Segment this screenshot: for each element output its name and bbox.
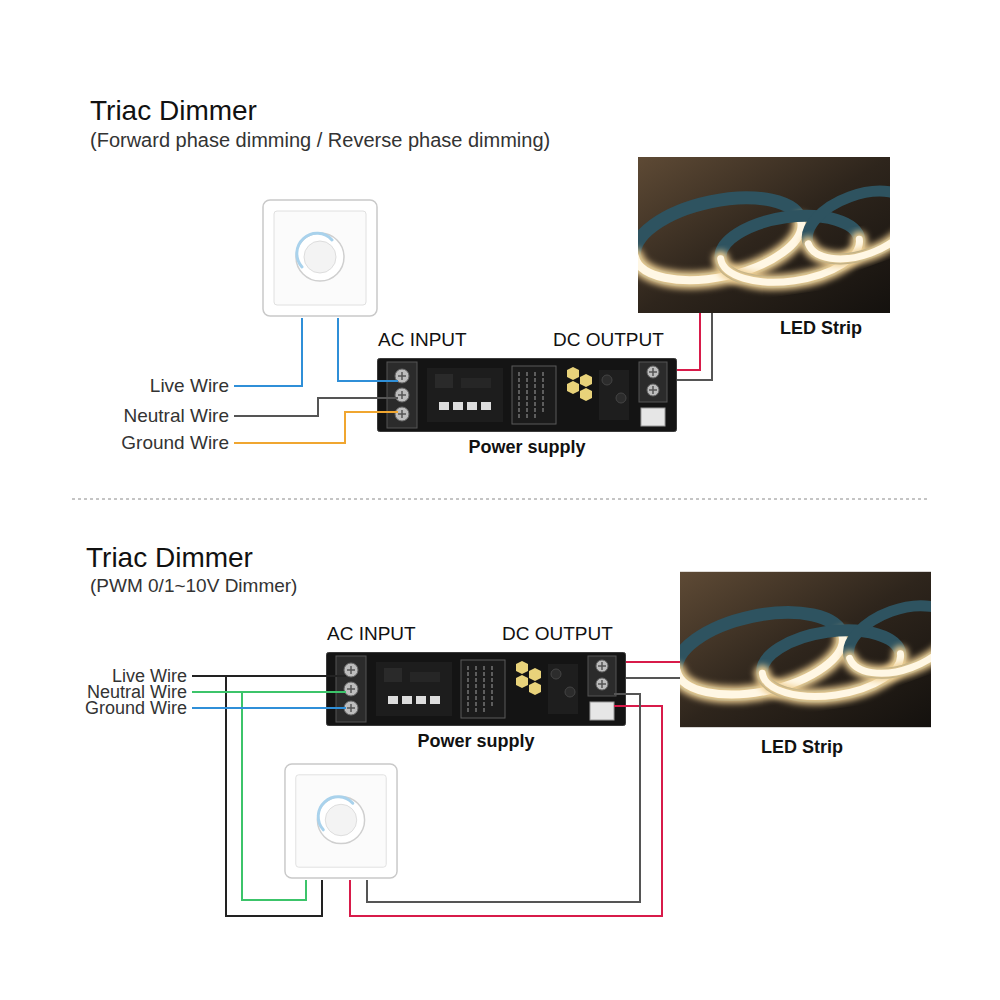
section-subtitle: (Forward phase dimming / Reverse phase d… bbox=[90, 128, 550, 152]
wire-connector bbox=[626, 661, 680, 663]
device-caption: LED Strip bbox=[761, 737, 843, 757]
section-title: Triac Dimmer bbox=[90, 94, 257, 128]
device-caption: LED Strip bbox=[780, 318, 862, 338]
section-title: Triac Dimmer bbox=[86, 541, 253, 575]
wire-label: Neutral Wire bbox=[87, 684, 187, 700]
wire-label: Ground Wire bbox=[85, 700, 187, 716]
wire-connector bbox=[677, 313, 712, 380]
port-heading: AC INPUT bbox=[327, 624, 416, 644]
led-strip-photo: LED Strip bbox=[638, 157, 890, 313]
device-caption: Power supply bbox=[326, 731, 626, 751]
section-subtitle: (PWM 0/1~10V Dimmer) bbox=[90, 575, 297, 597]
port-heading: DC OUTPUT bbox=[553, 330, 664, 350]
port-heading: AC INPUT bbox=[378, 330, 467, 350]
power-supply: AC INPUTDC OUTPUTPower supply bbox=[377, 358, 677, 432]
wire-label: Ground Wire bbox=[121, 433, 229, 453]
led-strip-photo: LED Strip bbox=[680, 571, 931, 728]
device-caption: Power supply bbox=[377, 437, 677, 457]
wire-label: Live Wire bbox=[150, 376, 229, 396]
wire-connector bbox=[626, 677, 680, 679]
wire-label: Neutral Wire bbox=[123, 406, 229, 426]
wire-label: Live Wire bbox=[112, 668, 187, 684]
power-supply: AC INPUTDC OUTPUTPower supply bbox=[326, 652, 626, 726]
port-heading: DC OUTPUT bbox=[502, 624, 613, 644]
wire-connector bbox=[677, 313, 700, 370]
